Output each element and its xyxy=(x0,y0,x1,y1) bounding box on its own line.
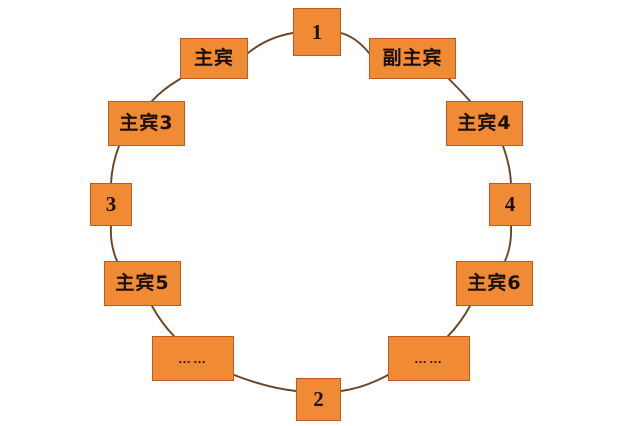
node-zhubin6-label: 主宾6 xyxy=(467,272,522,294)
node-2-label: 2 xyxy=(313,387,324,411)
node-dots-right[interactable]: …… xyxy=(388,336,470,381)
node-fuzhubin[interactable]: 副主宾 xyxy=(369,38,456,79)
node-2[interactable]: 2 xyxy=(296,378,341,421)
arc-1-fuzhubin xyxy=(340,32,370,54)
arc-zhubin5-3 xyxy=(109,225,118,262)
arc-zhubin4-4 xyxy=(502,145,512,184)
arc-dotsleft-zhubin5 xyxy=(151,305,175,337)
arc-zhubin-1 xyxy=(247,32,294,54)
node-fuzhubin-label: 副主宾 xyxy=(382,47,443,69)
arc-3-zhubin3 xyxy=(110,145,120,184)
node-zhubin6[interactable]: 主宾6 xyxy=(456,261,533,306)
node-dots-left[interactable]: …… xyxy=(152,336,234,381)
node-zhubin5-label: 主宾5 xyxy=(115,272,170,294)
node-zhubin[interactable]: 主宾 xyxy=(180,38,248,79)
node-3[interactable]: 3 xyxy=(90,183,132,226)
node-4[interactable]: 4 xyxy=(489,183,531,226)
node-1-label: 1 xyxy=(311,19,323,44)
node-zhubin3-label: 主宾3 xyxy=(119,112,174,134)
node-1[interactable]: 1 xyxy=(293,8,341,56)
node-3-label: 3 xyxy=(105,192,117,216)
node-zhubin-label: 主宾 xyxy=(193,47,234,69)
node-dots-left-label: …… xyxy=(178,351,208,366)
arc-zhubin3-zhubin xyxy=(151,78,181,102)
arc-4-zhubin6 xyxy=(504,225,513,262)
node-zhubin4-label: 主宾4 xyxy=(457,112,512,134)
node-zhubin4[interactable]: 主宾4 xyxy=(446,101,523,146)
arc-zhubin6-dots xyxy=(447,305,471,337)
arc-2-dotsleft xyxy=(233,374,297,392)
node-4-label: 4 xyxy=(504,192,516,216)
node-dots-right-label: …… xyxy=(414,351,444,366)
arc-fuzhubin-zhubin4 xyxy=(448,78,471,102)
arc-dots-2 xyxy=(340,374,389,392)
node-zhubin3[interactable]: 主宾3 xyxy=(108,101,185,146)
node-zhubin5[interactable]: 主宾5 xyxy=(104,261,181,306)
